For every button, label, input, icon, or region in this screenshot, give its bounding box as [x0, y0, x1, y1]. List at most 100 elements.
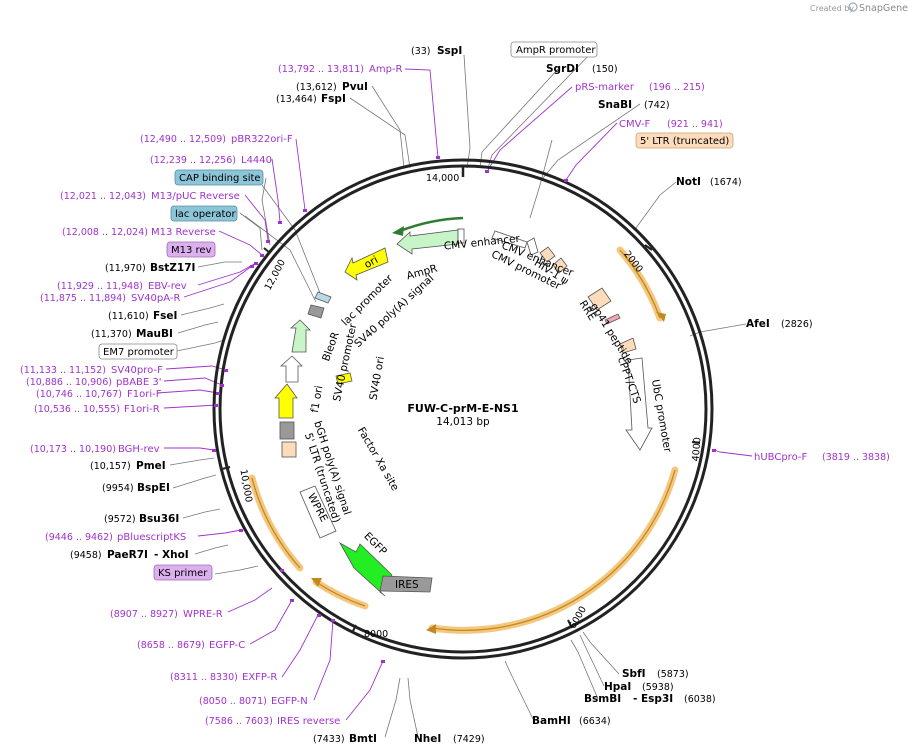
site-fspi-pos: (13,464): [276, 94, 317, 105]
site-bspei: BspEI: [137, 482, 170, 494]
primer-hubc: hUBCpro-F: [754, 452, 807, 463]
site-bamhi: BamHI: [532, 715, 571, 727]
primer-bgh: BGH-rev: [118, 444, 160, 455]
feature-rre: [587, 287, 612, 311]
feature-5ltr: [281, 441, 297, 458]
feature-egfp-arrow: [338, 541, 393, 597]
site-bsu36i-pos: (9572): [104, 514, 136, 525]
primer-wpre: WPRE-R: [183, 609, 223, 620]
feature-f1-ori: [274, 383, 298, 419]
site-bstz17i: BstZ17I: [150, 262, 195, 274]
feature-cmv-enhancer: [491, 230, 528, 249]
site-sbfi-pos: (5873): [657, 669, 689, 680]
tick-4000: 4000: [690, 437, 703, 462]
credit-prefix: Created by: [810, 4, 854, 13]
primer-ebv: EBV-rev: [148, 281, 187, 292]
label-factor-xa: Factor Xa site: [355, 425, 401, 493]
box-ampr-promoter: AmpR promoter: [516, 45, 596, 56]
primer-egfpc-pos: (8658 .. 8679): [137, 640, 205, 651]
box-m13-rev: M13 rev: [171, 245, 212, 256]
primer-bgh-pos: (10,173 .. 10,190): [30, 444, 116, 455]
credit-brand: SnapGene: [859, 3, 908, 14]
primer-cmvf: CMV-F: [619, 119, 650, 130]
site-paer7i-pos: (9458): [70, 550, 102, 561]
primer-ires-pos: (7586 .. 7603): [205, 716, 273, 727]
primer-f1orir-pos: (10,536 .. 10,555): [34, 404, 120, 415]
label-bleor: BleoR: [320, 330, 342, 363]
features: [274, 228, 653, 597]
site-bmti-pos: (7433): [313, 734, 345, 745]
primer-egfpn: EGFP-N: [271, 696, 308, 707]
site-maubi: MauBI: [136, 328, 173, 340]
primer-egfpn-pos: (8050 .. 8071): [199, 696, 267, 707]
feature-gp41: [604, 313, 621, 325]
site-noti-pos: (1674): [710, 177, 742, 188]
label-sv40-ori: SV40 ori: [368, 356, 387, 402]
snapgene-logo-icon: [848, 2, 858, 12]
site-maubi-pos: (11,370): [91, 329, 132, 340]
site-sbfi: SbfI: [622, 668, 646, 680]
boxed-labels: AmpR promoter 5' LTR (truncated) CAP bin…: [98, 41, 734, 581]
primer-m13rev: M13 Reverse: [151, 227, 216, 238]
primer-egfpc: EGFP-C: [209, 640, 245, 651]
orf-arrow-head: [392, 226, 404, 236]
site-bamhi-pos: (6634): [579, 716, 611, 727]
label-gp41: gp41 peptide: [588, 301, 635, 367]
primer-sv40par: SV40pA-R: [131, 293, 180, 304]
primer-pbr: pBR322ori-F: [231, 134, 293, 145]
feature-ubc-promoter: [625, 357, 653, 451]
site-hpai-pos: (5938): [642, 682, 674, 693]
primer-f1orir: F1ori-R: [124, 404, 160, 415]
primer-sv40par-pos: (11,875 .. 11,894): [40, 293, 126, 304]
site-nhei-pos: (7429): [453, 734, 485, 745]
site-bsmbi-pos: (6038): [684, 694, 716, 705]
site-afei: AfeI: [746, 318, 770, 330]
orf-arcs: [248, 216, 679, 634]
plasmid-size: 14,013 bp: [436, 416, 490, 428]
primer-ires: IRES reverse: [277, 716, 340, 727]
primer-pbabe: pBABE 3': [116, 377, 162, 388]
box-em7-promoter: EM7 promoter: [103, 347, 175, 358]
site-bmti: BmtI: [349, 733, 377, 745]
primer-ampr-pos: (13,792 .. 13,811): [278, 64, 364, 75]
primer-m13rev-pos: (12,008 .. 12,024): [62, 227, 148, 238]
plasmid-name: FUW-C-prM-E-NS1: [407, 402, 518, 415]
tick-14000: 14,000: [426, 173, 459, 184]
plasmid-title: FUW-C-prM-E-NS1 14,013 bp: [407, 402, 518, 428]
site-noti: NotI: [676, 176, 701, 188]
primer-sv40pro: SV40pro-F: [111, 365, 163, 376]
site-fsei-pos: (11,610): [108, 311, 149, 322]
primer-m13puc-pos: (12,021 .. 12,043): [60, 191, 146, 202]
feature-sv40-ori: [335, 372, 353, 385]
site-bsmbi: BsmBI: [584, 693, 621, 705]
label-ubc: UbC promoter: [649, 379, 674, 454]
feature-ampr-arrow: [396, 229, 459, 255]
primer-pbabe-pos: (10,886 .. 10,906): [26, 377, 112, 388]
primer-prs: pRS-marker: [575, 82, 635, 93]
primer-prs-pos: (196 .. 215): [649, 82, 705, 93]
site-pvui: PvuI: [342, 81, 368, 93]
snapgene-credit: Created by SnapGene: [810, 2, 908, 14]
site-sspi: SspI: [437, 45, 462, 57]
primer-sv40pro-pos: (11,133 .. 11,152): [20, 365, 106, 376]
tick-8000: 8000: [364, 629, 388, 640]
site-hpai: HpaI: [604, 681, 631, 693]
primer-f1orif-pos: (10,746 .. 10,767): [36, 389, 122, 400]
site-sgrdi-pos: (150): [592, 64, 618, 75]
primer-pbr-pos: (12,490 .. 12,509): [140, 134, 226, 145]
feature-cppt: [619, 337, 637, 354]
label-ori: ori: [362, 254, 380, 271]
feature-wpre: [299, 485, 337, 539]
site-pmei-pos: (10,157): [90, 461, 131, 472]
primer-hubc-pos: (3819 .. 3838): [822, 452, 890, 463]
primer-exfp-pos: (8311 .. 8330): [170, 672, 238, 683]
primer-exfp: EXFP-R: [242, 672, 277, 683]
site-pmei: PmeI: [136, 460, 166, 472]
label-ires: IRES: [395, 579, 419, 591]
site-esp3i: - Esp3I: [633, 693, 673, 705]
site-fsei: FseI: [153, 310, 177, 322]
site-xhoi: - XhoI: [154, 549, 189, 561]
site-paer7i: PaeR7I: [107, 549, 148, 561]
site-fspi: FspI: [321, 93, 346, 105]
